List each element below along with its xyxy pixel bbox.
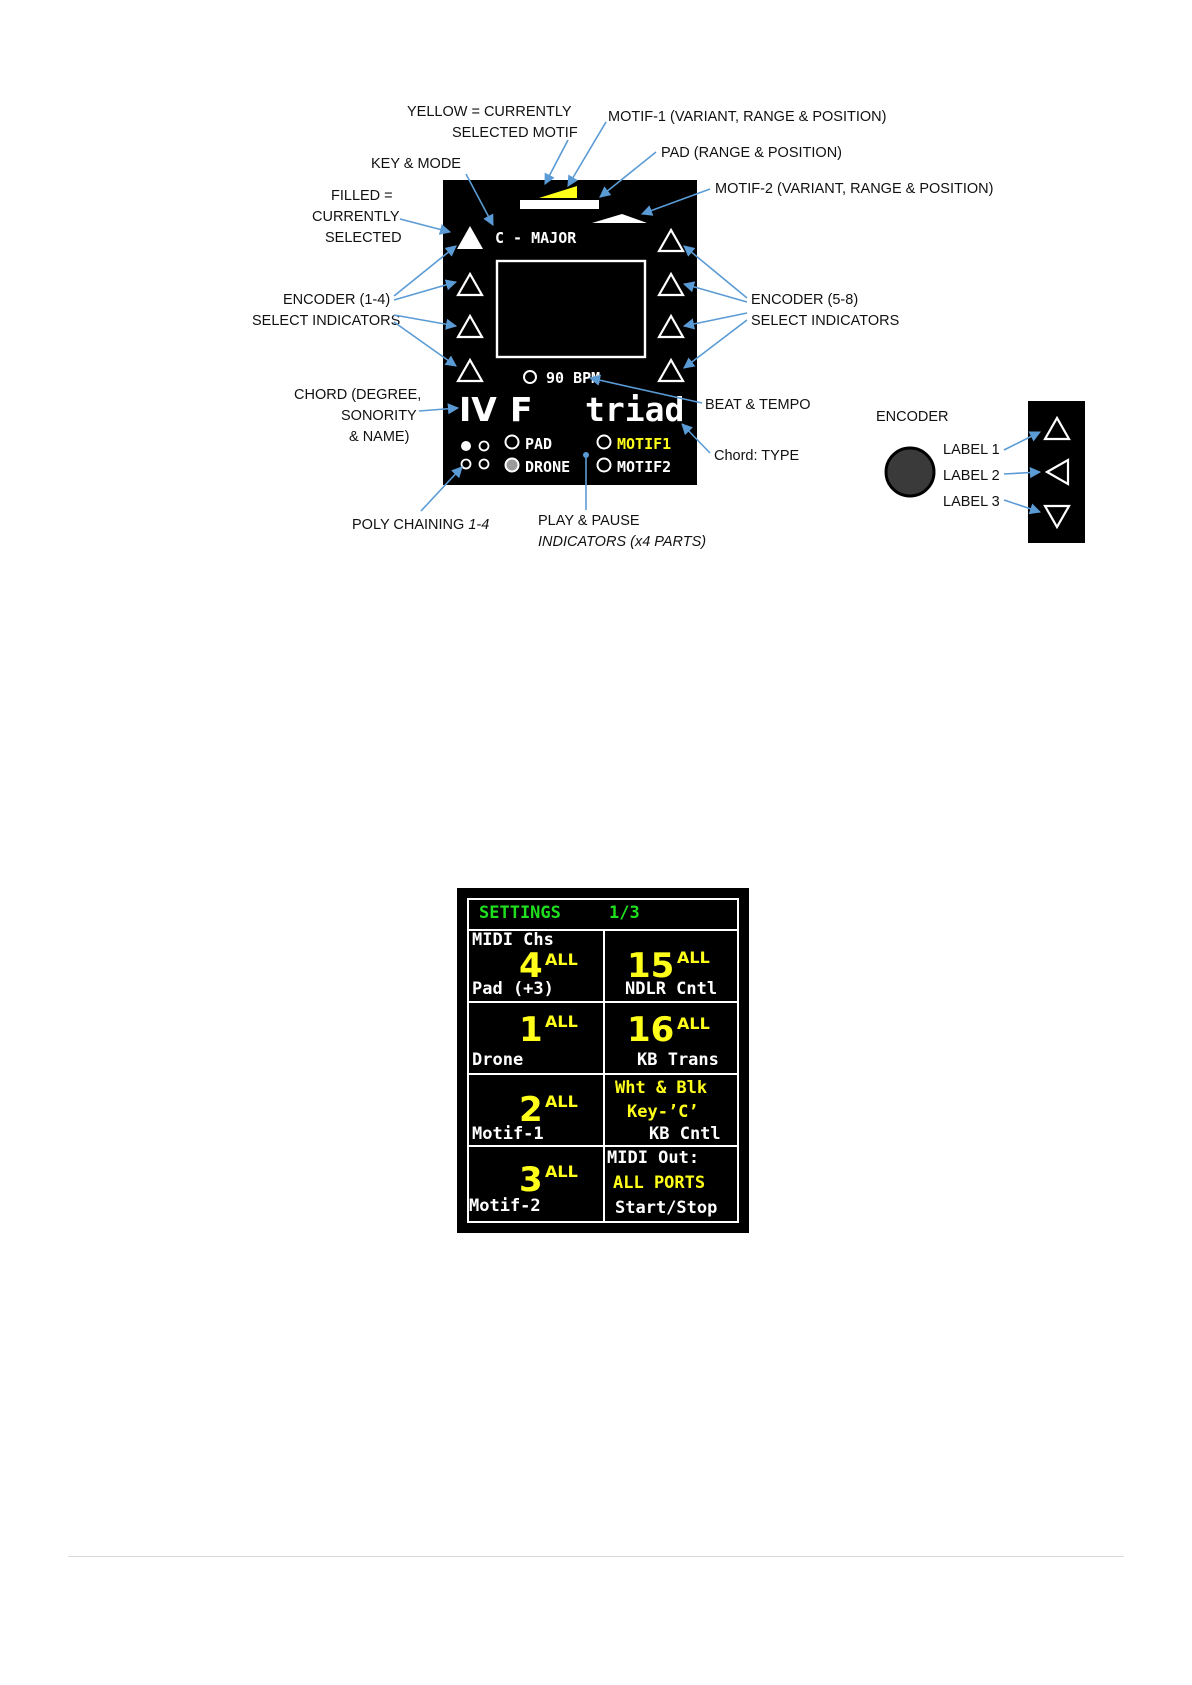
annotation-yellow-line2: SELECTED MOTIF <box>452 125 578 141</box>
motif1-part-label: MOTIF1 <box>617 435 671 453</box>
encoder-6-indicator-icon <box>657 271 685 297</box>
settings-header: MIDI Chs <box>472 930 554 950</box>
poly-chain-dot-1 <box>461 441 471 451</box>
encoder-3-indicator-icon <box>456 313 484 339</box>
midi-out-heading: MIDI Out: <box>607 1148 700 1168</box>
encoder-1-indicator-filled-icon <box>457 226 483 249</box>
main-screen <box>443 180 697 485</box>
annotation-chord-3: & NAME) <box>349 429 409 445</box>
motif2-part-label: MOTIF2 <box>617 458 671 476</box>
settings-screen: SETTINGS 1/3 MIDI Chs 4 ALL Pad (+3) 15 … <box>457 888 749 1233</box>
ndlr-cntl-channel-value[interactable]: 15 <box>627 946 675 986</box>
encoder-legend-label-2: LABEL 2 <box>943 468 1000 484</box>
encoder-5-indicator-icon <box>657 227 685 253</box>
encoder-8-indicator-icon <box>657 357 685 383</box>
annotation-poly-chaining: POLY CHAINING 1-4 <box>352 517 489 533</box>
encoder-legend-label-1: LABEL 1 <box>943 442 1000 458</box>
motif1-channel-value[interactable]: 2 <box>519 1090 543 1130</box>
annotation-key-mode: KEY & MODE <box>371 156 461 172</box>
ndlr-display-diagram: C - MAJOR 90 BPM IV F triad PAD DRONE MO… <box>252 104 1085 550</box>
annotation-enc58-1: ENCODER (5-8) <box>751 292 858 308</box>
annotation-enc58-2: SELECT INDICATORS <box>751 313 899 329</box>
annotation-enc14-1: ENCODER (1-4) <box>283 292 390 308</box>
pad-channel-value[interactable]: 4 <box>519 946 543 986</box>
kb-trans-channel-value[interactable]: 16 <box>627 1010 675 1050</box>
beat-indicator-icon <box>523 370 537 384</box>
pad-range-indicator <box>520 200 599 209</box>
annotation-beat-tempo: BEAT & TEMPO <box>705 397 811 413</box>
legend-down-triangle-icon <box>1043 504 1071 530</box>
poly-chain-dot-2 <box>478 440 490 452</box>
annotation-filled-1: FILLED = <box>331 188 393 204</box>
motif1-channel-label: Motif-1 <box>472 1124 544 1144</box>
kb-cntl-label: KB Cntl <box>649 1124 721 1144</box>
legend-left-triangle-icon <box>1044 458 1070 486</box>
motif1-range-indicator <box>539 186 577 198</box>
motif2-range-indicator <box>592 214 647 223</box>
annotation-play-pause-sub: INDICATORS (x4 PARTS) <box>538 534 706 550</box>
drone-channel-tag: ALL <box>545 1012 578 1031</box>
chord-degree: IV <box>459 390 497 429</box>
annotation-enc14-2: SELECT INDICATORS <box>252 313 400 329</box>
motif1-play-indicator <box>596 434 612 450</box>
settings-page-number: 1/3 <box>609 903 640 923</box>
encoder-legend-arrows <box>1003 431 1042 515</box>
encoder-legend-label-3: LABEL 3 <box>943 494 1000 510</box>
midi-out-value[interactable]: ALL PORTS <box>613 1173 706 1193</box>
drone-play-indicator <box>504 457 520 473</box>
settings-title: SETTINGS <box>479 903 561 923</box>
footer-divider <box>68 1556 1124 1557</box>
cell-midi-out <box>603 1145 739 1223</box>
pad-channel-label: Pad (+3) <box>472 979 554 999</box>
pad-play-indicator <box>504 434 520 450</box>
encoder-knob-icon <box>884 446 936 498</box>
encoder-legend-title: ENCODER <box>876 409 949 425</box>
ndlr-cntl-channel-tag: ALL <box>677 948 710 967</box>
motif2-channel-value[interactable]: 3 <box>519 1160 543 1200</box>
encoder-7-indicator-icon <box>657 313 685 339</box>
drone-part-label: DRONE <box>525 458 570 476</box>
drone-channel-value[interactable]: 1 <box>519 1010 543 1050</box>
motif2-channel-label: Motif-2 <box>469 1196 541 1216</box>
ndlr-cntl-channel-label: NDLR Cntl <box>625 979 718 999</box>
chord-name: F <box>510 390 533 429</box>
kb-trans-channel-label: KB Trans <box>637 1050 719 1070</box>
annotation-motif1: MOTIF-1 (VARIANT, RANGE & POSITION) <box>608 109 886 125</box>
annotation-chord-2: SONORITY <box>341 408 417 424</box>
bpm-text: 90 BPM <box>546 369 600 387</box>
midi-out-label: Start/Stop <box>615 1198 718 1218</box>
annotation-yellow-line1: YELLOW = CURRENTLY <box>407 104 572 120</box>
pad-part-label: PAD <box>525 435 552 453</box>
center-display-box <box>495 259 647 359</box>
motif1-channel-tag: ALL <box>545 1092 578 1111</box>
annotation-filled-3: SELECTED <box>325 230 402 246</box>
poly-chain-dot-4 <box>478 458 490 470</box>
pad-channel-tag: ALL <box>545 950 578 969</box>
poly-chain-dot-3 <box>460 458 472 470</box>
annotation-pad: PAD (RANGE & POSITION) <box>661 145 842 161</box>
motif2-play-indicator <box>596 457 612 473</box>
annotation-arrows <box>393 121 748 512</box>
key-mode-text: C - MAJOR <box>495 229 577 247</box>
kb-cntl-value-line2: Key-’C’ <box>627 1102 699 1122</box>
annotation-filled-2: CURRENTLY <box>312 209 400 225</box>
annotation-chord-1: CHORD (DEGREE, <box>294 387 421 403</box>
chord-type: triad <box>585 390 684 429</box>
annotation-chord-type: Chord: TYPE <box>714 448 799 464</box>
kb-cntl-value-line1[interactable]: Wht & Blk <box>615 1078 708 1098</box>
encoder-4-indicator-icon <box>456 357 484 383</box>
motif2-channel-tag: ALL <box>545 1162 578 1181</box>
kb-trans-channel-tag: ALL <box>677 1014 710 1033</box>
annotation-motif2: MOTIF-2 (VARIANT, RANGE & POSITION) <box>715 181 993 197</box>
legend-up-triangle-icon <box>1043 415 1071 441</box>
drone-channel-label: Drone <box>472 1050 524 1070</box>
encoder-2-indicator-icon <box>456 271 484 297</box>
annotation-play-pause: PLAY & PAUSE <box>538 513 640 529</box>
